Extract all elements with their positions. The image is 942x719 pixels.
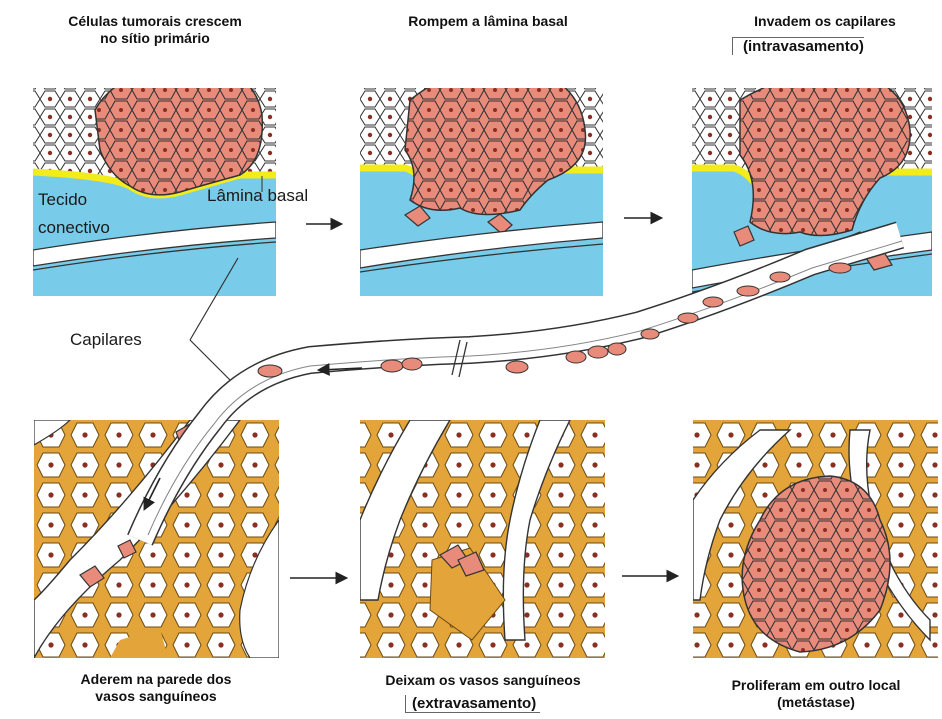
panel-adhesion <box>34 420 279 658</box>
caption-step6-line2: (metástase) <box>700 694 932 711</box>
caption-step1-line1: Células tumorais crescem <box>40 13 270 30</box>
caption-step3: Invadem os capilares <box>720 13 930 30</box>
panel-basal-lamina-breach <box>360 64 603 296</box>
caption-step3-line1: Invadem os capilares <box>720 13 930 30</box>
caption-step4: Aderem na parede dos vasos sanguíneos <box>46 671 266 705</box>
panel-primary-growth <box>33 66 276 296</box>
label-tissue-line2: conectivo <box>38 218 110 238</box>
caption-step5-line1: Deixam os vasos sanguíneos <box>358 672 608 689</box>
panel-extravasation <box>360 420 605 658</box>
caption-step6-line1: Proliferam em outro local <box>700 677 932 694</box>
caption-step5-line2: (extravasamento) <box>412 695 536 712</box>
label-capillaries: Capilares <box>70 330 142 350</box>
caption-step1: Células tumorais crescem no sítio primár… <box>40 13 270 47</box>
caption-step4-line2: vasos sanguíneos <box>46 688 266 705</box>
caption-step5: Deixam os vasos sanguíneos <box>358 672 608 689</box>
caption-step3-line2: (intravasamento) <box>743 38 864 55</box>
panel-metastasis <box>693 420 938 658</box>
caption-step6: Proliferam em outro local (metástase) <box>700 677 932 711</box>
caption-step2-line1: Rompem a lâmina basal <box>378 13 598 30</box>
caption-step4-line1: Aderem na parede dos <box>46 671 266 688</box>
caption-step5-bracket: (extravasamento) <box>405 695 540 713</box>
caption-step2: Rompem a lâmina basal <box>378 13 598 30</box>
caption-step3-bracket: (intravasamento) <box>732 37 864 55</box>
label-lamina-basal: Lâmina basal <box>207 186 308 206</box>
label-tissue-line1: Tecido <box>38 190 87 210</box>
caption-step1-line2: no sítio primário <box>40 30 270 47</box>
